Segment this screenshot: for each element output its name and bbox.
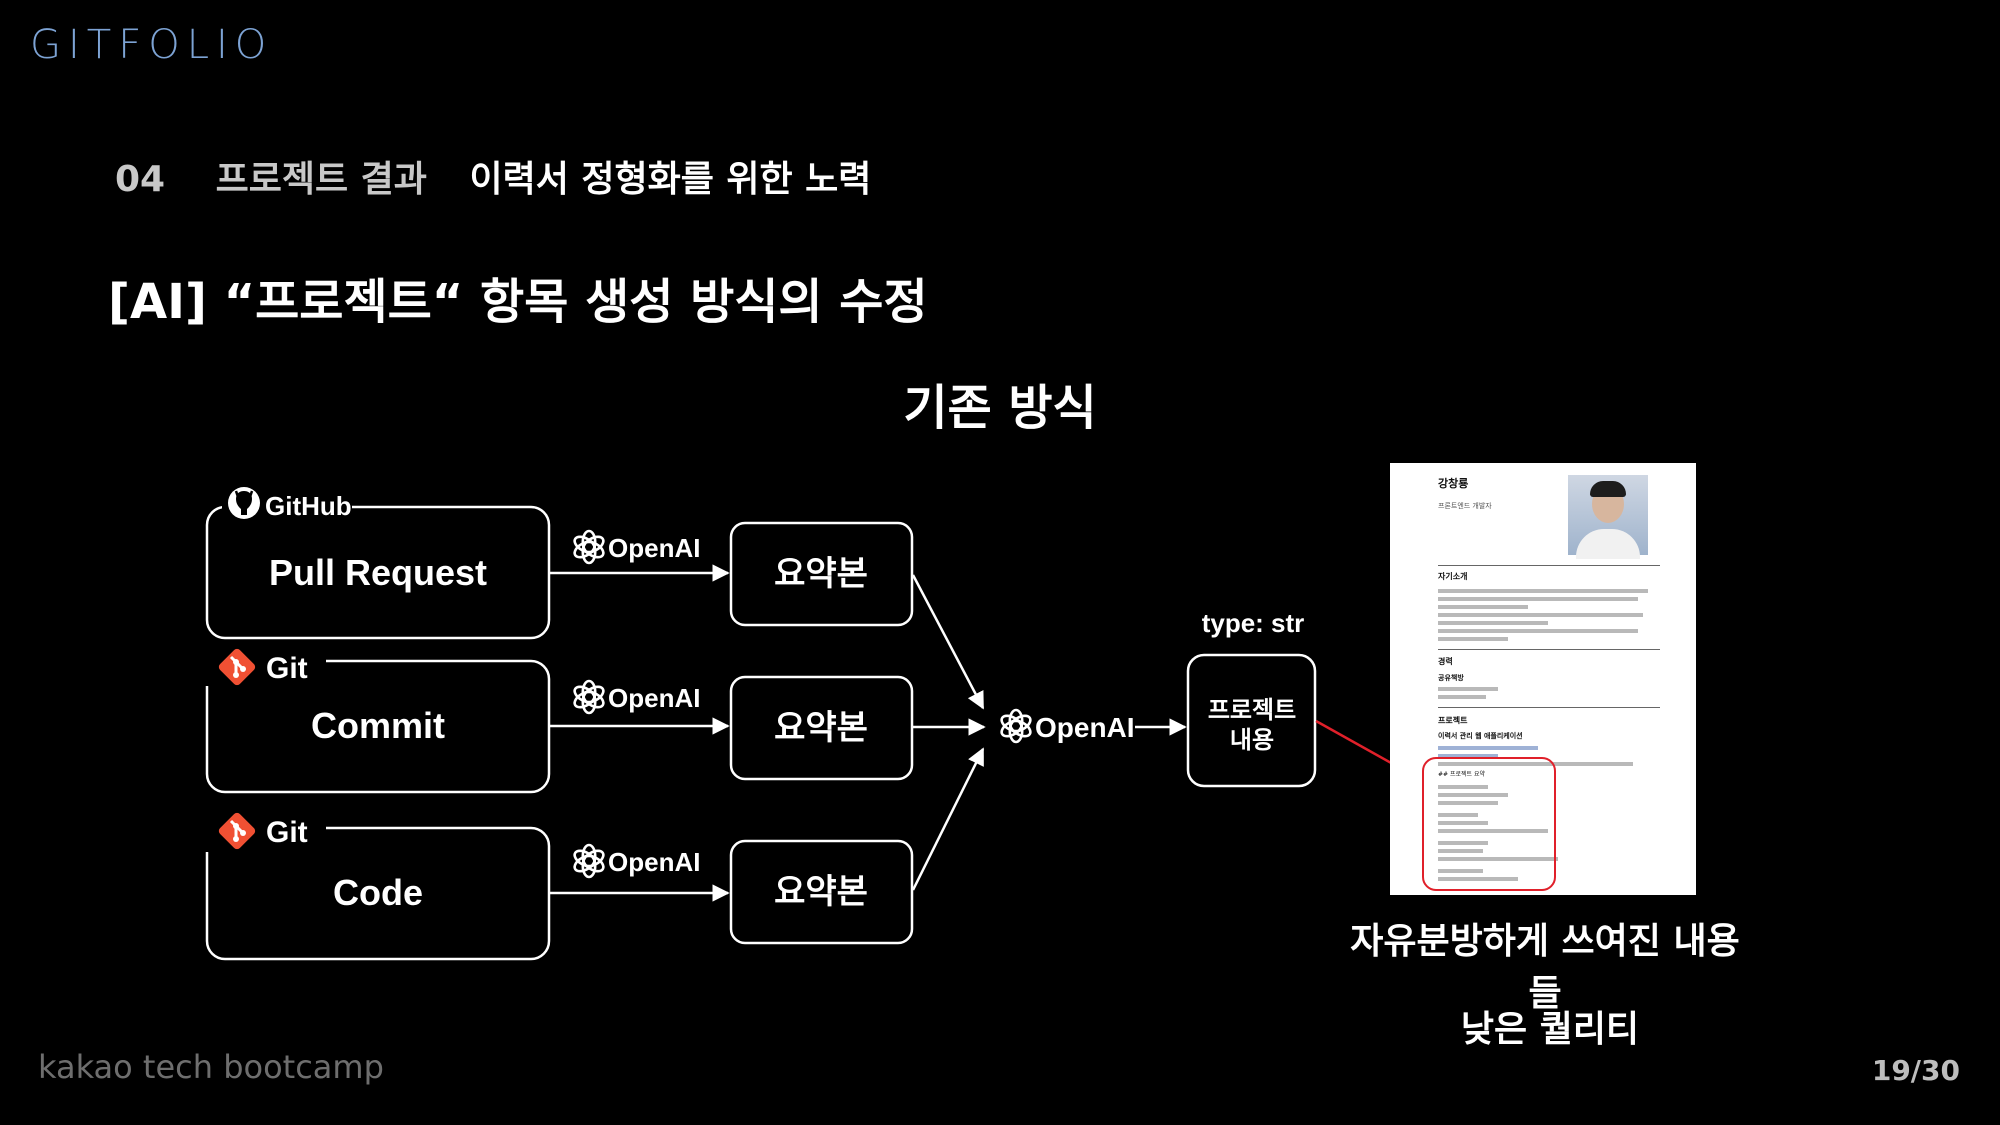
section-header: 04 프로젝트 결과 이력서 정형화를 위한 노력 <box>115 150 871 202</box>
output-box: 프로젝트 내용 <box>1186 653 1317 788</box>
source-pull-request: GitHub Pull Request <box>205 484 551 640</box>
source-code: Git Code <box>204 806 551 961</box>
caption-low-quality: 낮은 퀄리티 <box>1460 1009 1640 1050</box>
source-provider-label: Git <box>266 816 308 849</box>
openai-label-3: OpenAI <box>570 843 700 879</box>
summary-box-3: 요약본 <box>729 839 914 945</box>
resume-role: 프론트엔드 개발자 <box>1438 502 1492 510</box>
svg-text:요약본: 요약본 <box>774 708 868 748</box>
resume-thumbnail: 강창룡 프론트엔드 개발자 자기소개 경력 공유책방 프로젝트 이력서 관리 웹… <box>1390 463 1696 895</box>
svg-text:프로젝트: 프로젝트 <box>1208 696 1296 724</box>
svg-text:요약본: 요약본 <box>774 872 868 912</box>
svg-text:OpenAI: OpenAI <box>1035 712 1135 743</box>
page-number: 19/30 <box>1871 1054 1960 1087</box>
source-provider-label: GitHub <box>265 491 352 521</box>
source-label: Code <box>333 872 423 913</box>
summary-box-2: 요약본 <box>729 675 914 781</box>
arrow <box>911 574 985 710</box>
openai-label-2: OpenAI <box>570 679 700 715</box>
arrow <box>911 747 985 891</box>
openai-icon <box>997 708 1035 744</box>
svg-text:OpenAI: OpenAI <box>608 683 700 713</box>
resume-section-career: 경력 <box>1438 657 1453 666</box>
diagram-heading: 기존 방식 <box>903 380 1097 436</box>
source-commit: Git Commit <box>204 640 551 794</box>
openai-merge-label: OpenAI <box>997 708 1135 744</box>
highlight-frame <box>1422 757 1556 891</box>
svg-text:요약본: 요약본 <box>774 554 868 594</box>
svg-text:내용: 내용 <box>1230 726 1274 754</box>
resume-project-title: 이력서 관리 웹 애플리케이션 <box>1438 732 1523 740</box>
resume-name: 강창룡 <box>1438 477 1469 490</box>
resume-bullet-heading: ## 프로젝트 요약 <box>1438 771 1485 778</box>
profile-photo <box>1568 475 1648 559</box>
source-provider-label: Git <box>266 652 308 685</box>
github-icon <box>228 487 260 519</box>
type-label: type: str <box>1202 608 1305 638</box>
footer-brand: kakao tech bootcamp <box>38 1048 384 1086</box>
slide-title: [AI] “프로젝트“ 항목 생성 방식의 수정 <box>108 274 928 330</box>
section-subtitle: 이력서 정형화를 위한 노력 <box>469 159 872 200</box>
gitfolio-logo: GITFOLIO <box>30 22 274 68</box>
openai-icon <box>570 529 608 565</box>
openai-icon <box>570 679 608 715</box>
svg-text:OpenAI: OpenAI <box>608 533 700 563</box>
resume-section-intro: 자기소개 <box>1438 572 1468 581</box>
svg-text:OpenAI: OpenAI <box>608 847 700 877</box>
caption-free-form: 자유분방하게 쓰여진 내용들 <box>1350 921 1740 1014</box>
source-label: Pull Request <box>269 552 487 593</box>
resume-company: 공유책방 <box>1438 674 1464 682</box>
source-label: Commit <box>311 705 445 746</box>
section-number: 04 <box>115 159 166 200</box>
summary-box-1: 요약본 <box>729 521 914 627</box>
openai-icon <box>570 843 608 879</box>
section-name: 프로젝트 결과 <box>215 159 427 200</box>
openai-label-1: OpenAI <box>570 529 700 565</box>
resume-section-projects: 프로젝트 <box>1438 716 1468 725</box>
